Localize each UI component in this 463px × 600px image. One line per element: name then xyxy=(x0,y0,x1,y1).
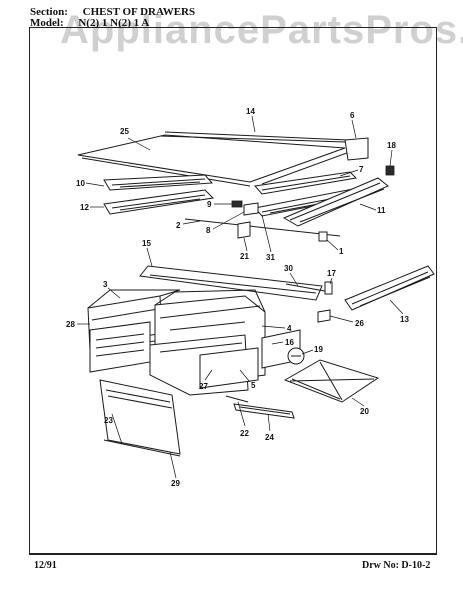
callout-18: 18 xyxy=(387,141,396,150)
bracket-9 xyxy=(231,200,243,208)
model-line: Model: N(2) 1 N(2) 1 A xyxy=(30,17,149,29)
support-21 xyxy=(237,221,251,239)
callout-7: 7 xyxy=(359,165,364,174)
rod-30 xyxy=(285,283,331,293)
section-line: Section: CHEST OF DRAWERS xyxy=(30,6,195,18)
callout-9: 9 xyxy=(207,200,212,209)
drawing-number: Drw No: D-10-2 xyxy=(362,560,431,571)
callout-8: 8 xyxy=(206,226,211,235)
crisper-cover-20 xyxy=(283,359,380,403)
callout-28: 28 xyxy=(66,320,75,329)
callout-4: 4 xyxy=(287,324,292,333)
shelf-end-cap-6 xyxy=(344,137,369,161)
callout-17: 17 xyxy=(327,269,336,278)
callout-13: 13 xyxy=(400,315,409,324)
drawer-front-29 xyxy=(99,379,181,455)
callout-23: 23 xyxy=(104,416,113,425)
section-value: CHEST OF DRAWERS xyxy=(82,6,196,18)
callout-16: 16 xyxy=(285,338,294,347)
callout-26: 26 xyxy=(355,319,364,328)
callout-1: 1 xyxy=(339,247,344,256)
clip-18 xyxy=(385,165,395,176)
section-label: Section: xyxy=(30,6,68,18)
rail-24 xyxy=(233,403,295,419)
callout-20: 20 xyxy=(360,407,369,416)
panel-5 xyxy=(199,347,259,389)
callout-2: 2 xyxy=(176,221,181,230)
callout-30: 30 xyxy=(284,264,293,273)
rail-11 xyxy=(282,177,389,227)
drawing-frame xyxy=(29,27,437,555)
rail-13 xyxy=(344,265,435,311)
clip-17 xyxy=(324,281,333,295)
footer-divider xyxy=(29,553,437,554)
rail-10 xyxy=(103,174,214,191)
callout-24: 24 xyxy=(265,433,274,442)
callout-labels: 25 14 6 18 10 7 12 9 11 2 8 21 31 1 15 3… xyxy=(66,107,409,488)
footer-date: 12/91 xyxy=(34,560,57,571)
clip-26 xyxy=(317,309,331,323)
callout-21: 21 xyxy=(240,252,249,261)
leader-lines xyxy=(77,115,404,479)
cover-15 xyxy=(139,265,323,301)
callout-15: 15 xyxy=(142,239,151,248)
cap-1 xyxy=(318,231,328,242)
callout-11: 11 xyxy=(377,206,386,215)
rod-2 xyxy=(184,218,341,237)
callout-19: 19 xyxy=(314,345,323,354)
callout-10: 10 xyxy=(76,179,85,188)
callout-27: 27 xyxy=(199,382,208,391)
bracket-8 xyxy=(243,202,259,216)
trim-23 xyxy=(103,439,181,457)
callout-5: 5 xyxy=(251,381,256,390)
rail-12 xyxy=(103,189,215,215)
callout-3: 3 xyxy=(103,280,108,289)
callout-22: 22 xyxy=(240,429,249,438)
rail-7 xyxy=(254,171,358,195)
callout-6: 6 xyxy=(350,111,355,120)
callout-29: 29 xyxy=(171,479,180,488)
handle-22 xyxy=(225,395,249,403)
model-label: Model: xyxy=(30,17,64,29)
grommet-19 xyxy=(287,347,305,365)
drawer-front-28 xyxy=(89,321,151,373)
callout-25: 25 xyxy=(120,127,129,136)
callout-31: 31 xyxy=(266,253,275,262)
model-value: N(2) 1 N(2) 1 A xyxy=(78,17,150,29)
callout-14: 14 xyxy=(246,107,255,116)
callout-12: 12 xyxy=(80,203,89,212)
